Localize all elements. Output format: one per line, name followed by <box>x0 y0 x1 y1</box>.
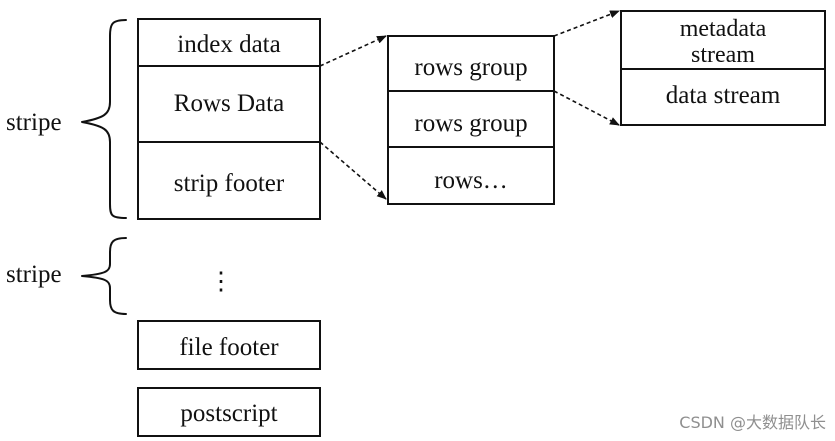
postscript-label: postscript <box>180 400 277 427</box>
rows-ellipsis-block <box>387 146 555 205</box>
index-data-block <box>137 18 321 67</box>
index-data-label: index data <box>177 31 280 58</box>
stripe-brace-2 <box>81 237 127 315</box>
strip-footer-label: strip footer <box>174 170 285 197</box>
strip-footer-block <box>137 141 321 220</box>
rows-data-block <box>137 65 321 143</box>
metadata-stream-label-line-2: stream <box>691 42 755 68</box>
connector-arrow-streams-bottom <box>553 90 620 126</box>
metadata-stream-label-line-1: metadata <box>680 16 767 42</box>
rows-group-label-2: rows group <box>414 110 527 137</box>
vertical-ellipsis: ⋮ <box>209 268 234 295</box>
rows-data-label: Rows Data <box>174 90 284 117</box>
connector-arrow-rows-top <box>319 35 387 67</box>
data-stream-label: data stream <box>666 82 781 109</box>
data-stream-block <box>620 68 826 126</box>
rows-ellipsis-label: rows… <box>434 167 508 194</box>
stripe-brace-1 <box>81 19 127 219</box>
connector-arrow-streams-top <box>553 10 620 37</box>
rows-group-block-1 <box>387 35 555 92</box>
rows-group-label-1: rows group <box>414 54 527 81</box>
connector-arrow-rows-bottom <box>319 141 387 200</box>
file-footer-block <box>137 320 321 370</box>
stripe-label-2: stripe <box>6 261 62 288</box>
file-footer-label: file footer <box>179 334 279 361</box>
watermark-text: CSDN @大数据队长 <box>679 413 826 432</box>
postscript-block <box>137 387 321 437</box>
stripe-label-1: stripe <box>6 109 62 136</box>
